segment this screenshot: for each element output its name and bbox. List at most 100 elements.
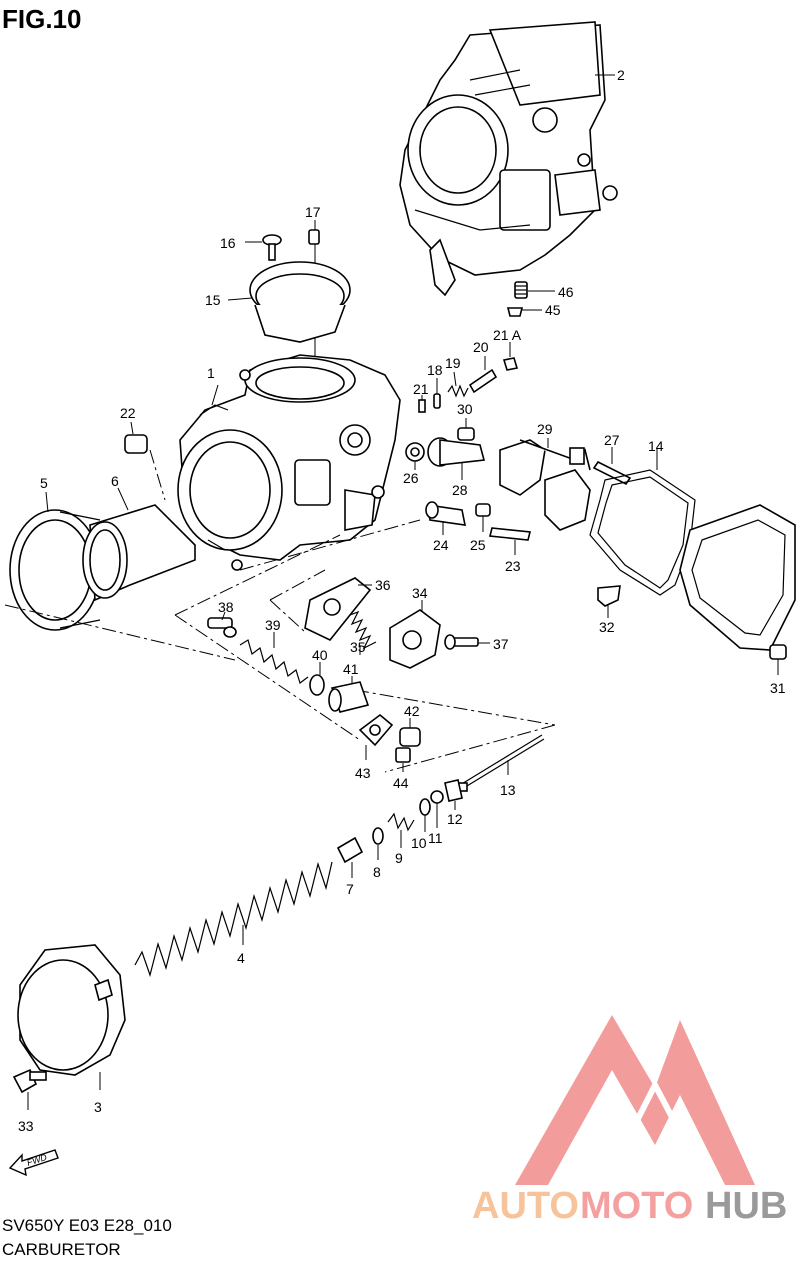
- callout-20: 20: [473, 339, 489, 355]
- screw-33: [12, 1068, 47, 1094]
- screw-16: [262, 234, 282, 261]
- figure-caption: CARBURETOR: [2, 1240, 121, 1259]
- watermark-text: AUTO MOTO HUB: [472, 1185, 787, 1227]
- housing-41: [328, 681, 370, 713]
- callout-25: 25: [470, 537, 486, 553]
- callout-9: 9: [395, 850, 403, 866]
- watermark-part-c: HUB: [705, 1185, 787, 1227]
- spring-19: [447, 384, 469, 398]
- bracket-15: [249, 261, 351, 343]
- callout-19: 19: [445, 355, 461, 371]
- callout-26: 26: [403, 470, 419, 486]
- needle-holder-7: [336, 836, 364, 864]
- callout-33: 33: [18, 1118, 34, 1134]
- plunger-24: [425, 501, 467, 526]
- top-cover-3: [17, 944, 126, 1076]
- callout-21: 21: [413, 381, 429, 397]
- callout-5: 5: [40, 475, 48, 491]
- cap-25: [475, 503, 491, 517]
- callout-3: 3: [94, 1099, 102, 1115]
- screw-32: [597, 585, 621, 607]
- callout-34: 34: [412, 585, 428, 601]
- spring-9: [387, 812, 415, 832]
- jet-38: [207, 617, 237, 638]
- clip-11: [430, 790, 444, 804]
- nut-21a: [502, 357, 519, 371]
- callout-38: 38: [218, 599, 234, 615]
- gasket-14: [589, 469, 696, 596]
- callout-39: 39: [265, 617, 281, 633]
- washer-43: [358, 713, 394, 747]
- valve-28: [427, 437, 486, 467]
- callout-8: 8: [373, 864, 381, 880]
- callout-4: 4: [237, 950, 245, 966]
- callout-16: 16: [220, 235, 236, 251]
- callout-28: 28: [452, 482, 468, 498]
- seal-26: [405, 442, 425, 462]
- oring-8: [372, 827, 384, 845]
- pump-bracket-29: [499, 439, 591, 531]
- callout-43: 43: [355, 765, 371, 781]
- screw-17: [308, 229, 320, 245]
- watermark-part-b: MOTO: [580, 1185, 693, 1227]
- callout-6: 6: [111, 473, 119, 489]
- callout-27: 27: [604, 432, 620, 448]
- screw-21: [418, 399, 426, 413]
- callout-11: 11: [428, 830, 443, 846]
- callout-45: 45: [545, 302, 561, 318]
- callout-35: 35: [350, 639, 366, 655]
- carburetor-assembly-2: [399, 21, 618, 297]
- spring-35: [349, 610, 377, 650]
- callout-21a: 21 A: [493, 327, 522, 343]
- pin-18: [433, 393, 441, 409]
- callout-1: 1: [207, 365, 215, 381]
- callout-36: 36: [375, 577, 391, 593]
- screw-37: [444, 634, 479, 650]
- holder-12: [444, 779, 463, 802]
- carburetor-body-1: [177, 354, 401, 571]
- callout-29: 29: [537, 421, 553, 437]
- jet-22: [124, 434, 148, 454]
- diaphragm-5: [9, 509, 101, 631]
- callout-12: 12: [447, 811, 463, 827]
- callout-13: 13: [500, 782, 516, 798]
- pump-body-34: [389, 609, 441, 669]
- watermark-logo: [515, 1015, 755, 1185]
- callout-42: 42: [404, 703, 420, 719]
- callout-41: 41: [343, 661, 359, 677]
- callout-23: 23: [505, 558, 521, 574]
- callout-32: 32: [599, 619, 615, 635]
- washer-10: [419, 798, 431, 816]
- callout-46: 46: [558, 284, 574, 300]
- oring-40: [309, 674, 325, 696]
- callout-24: 24: [433, 537, 449, 553]
- callout-2: 2: [617, 67, 625, 83]
- callout-40: 40: [312, 647, 328, 663]
- screw-31: [769, 644, 787, 660]
- callout-7: 7: [346, 881, 354, 897]
- callout-10: 10: [411, 835, 427, 851]
- figure-title: FIG.10: [2, 4, 82, 34]
- callout-31: 31: [770, 680, 786, 696]
- spring-4: [134, 861, 333, 978]
- rod-27: [592, 460, 632, 486]
- screw-44: [395, 747, 411, 763]
- callout-30: 30: [457, 401, 473, 417]
- screw-46: [514, 281, 528, 299]
- callout-37: 37: [493, 636, 509, 652]
- chamber-cover: [679, 504, 796, 651]
- callout-15: 15: [205, 292, 221, 308]
- callout-22: 22: [120, 405, 136, 421]
- callout-14: 14: [648, 438, 664, 454]
- fwd-arrow-icon: FWD: [8, 1149, 59, 1177]
- callout-44: 44: [393, 775, 409, 791]
- watermark-part-a: AUTO: [472, 1185, 579, 1227]
- callout-18: 18: [427, 362, 443, 378]
- piston-6: [82, 504, 196, 602]
- callout-17: 17: [305, 204, 321, 220]
- screw-23: [489, 527, 531, 541]
- nut-30: [457, 427, 475, 441]
- cap-42: [399, 727, 421, 747]
- screw-20: [468, 368, 498, 394]
